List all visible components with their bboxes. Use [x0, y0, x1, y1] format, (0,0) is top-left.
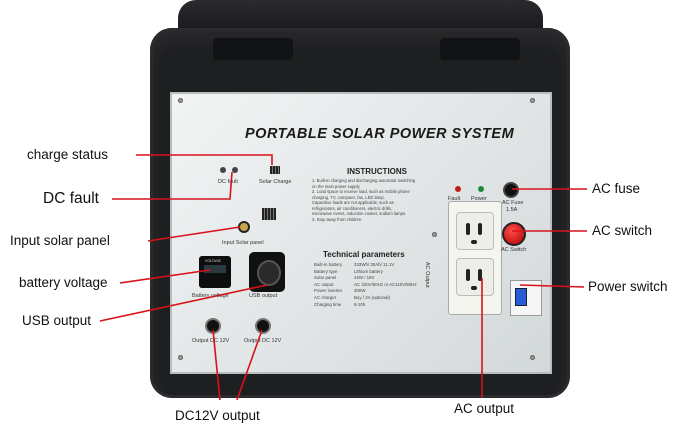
tech-key: Solar panel [314, 275, 337, 281]
solar-charge-label: Solar Charge [259, 179, 292, 185]
charge-led-icon [220, 167, 226, 173]
dc-output-port-right[interactable] [257, 320, 269, 332]
fault-led-icon [455, 186, 461, 192]
instruction-line: 2. Load space to receive load, such as m… [312, 189, 410, 194]
battery-voltage-label: Battery voltage [192, 293, 229, 299]
screw [178, 98, 183, 103]
tech-value: 8-10h [354, 301, 366, 307]
tech-row: AC charger Buy / 2A (optional) [314, 295, 417, 302]
screw [530, 98, 535, 103]
callout-usb-output: USB output [22, 313, 92, 328]
tech-row: Charging time 8-10h [314, 302, 417, 309]
socket-hole [466, 269, 470, 281]
instruction-line: refrigerators, air conditioners, electri… [312, 205, 392, 211]
solar-panel-icon [270, 166, 280, 174]
callout-line-usb-output [99, 284, 268, 322]
switch-icon[interactable] [502, 222, 526, 246]
instruction-line: on the main power supply [312, 183, 360, 189]
socket-hole [478, 269, 482, 281]
fuse-icon[interactable] [505, 184, 517, 196]
tech-row: Power inverter 300W [314, 288, 417, 295]
callout-battery-voltage: battery voltage [19, 275, 108, 290]
tech-key: AC output [314, 281, 334, 287]
tech-row: Battery type Lithium battery [314, 269, 417, 276]
panel-title: PORTABLE SOLAR POWER SYSTEM [245, 126, 515, 142]
callout-line-power-switch [519, 284, 585, 288]
power-switch-toggle[interactable] [515, 288, 527, 306]
tech-key: Charging time [314, 301, 342, 307]
instruction-line: Capacitive loads are not applicable, suc… [312, 200, 394, 205]
technical-heading: Technical parameters [323, 250, 405, 259]
voltage-screen [204, 265, 226, 273]
tech-value: Lithium battery [354, 268, 383, 274]
callout-line-dc-right [236, 329, 263, 401]
ac-fuse-rating: 1.5A [506, 207, 518, 213]
tech-key: Battery type [314, 268, 338, 274]
ac-switch-label: AC Switch [501, 247, 527, 253]
callout-line-charge-status [136, 154, 273, 165]
tech-key: Power inverter [314, 288, 343, 294]
callout-line-battery-voltage [119, 269, 211, 284]
callout-ac-switch: AC switch [592, 223, 653, 238]
tech-row: Solar panel 42W / 18V [314, 275, 417, 282]
tech-value: 333Wh/ 30Ah/ 11.1V [354, 262, 395, 267]
ac-fuse-label: AC Fuse [502, 200, 524, 206]
tech-value: 42W / 18V [354, 275, 375, 281]
tech-value: Buy / 2A (optional) [354, 294, 390, 300]
callout-line-input-solar-panel [147, 226, 241, 242]
technical-table: Built-in battery 333Wh/ 30Ah/ 11.1V Batte… [314, 262, 417, 308]
case-latch-left [213, 38, 293, 60]
input-solar-panel-label: Input Solar panel [222, 240, 264, 246]
callout-dc12v-output: DC12V output [175, 408, 260, 423]
power-label: Power [471, 196, 487, 202]
tech-key: Built-in battery [314, 262, 343, 267]
callout-power-switch: Power switch [588, 279, 668, 294]
voltage-screen-label: VOLTAGE [205, 259, 222, 263]
screw [530, 355, 535, 360]
output-dc-left-label: Output DC 12V [192, 338, 230, 344]
tech-value: AC 220V/50Hz or AC110V/60Hz [354, 281, 417, 287]
callout-input-solar-panel: Input solar panel [10, 233, 110, 248]
solar-panel-icon [262, 208, 276, 220]
screw [178, 355, 183, 360]
socket-hole [478, 223, 482, 235]
instruction-line: microwave ovens, induction cooker, sodiu… [312, 211, 407, 216]
fault-led-icon [232, 167, 238, 173]
callout-dc-fault: DC fault [43, 190, 99, 207]
socket-hole [466, 223, 470, 235]
socket-hole [471, 286, 477, 290]
callout-line-dc-left [212, 329, 221, 401]
dc-output-port-left[interactable] [207, 320, 219, 332]
callout-ac-output: AC output [454, 401, 515, 416]
callout-charge-status: charge status [27, 147, 109, 162]
usb-output-port[interactable] [257, 260, 281, 286]
instruction-line: charging, TV, computer, fan, LED lamp. [312, 194, 385, 200]
fault-label: Fault [448, 196, 461, 202]
socket-hole [471, 240, 477, 244]
solar-input-port[interactable] [240, 223, 248, 231]
instruction-line: 1. Built-in charging and discharging aut… [312, 178, 416, 183]
case-latch-right [440, 38, 520, 60]
usb-output-label: USB output [249, 293, 278, 299]
instructions-heading: INSTRUCTIONS [347, 167, 407, 176]
tech-row: Built-in battery 333Wh/ 30Ah/ 11.1V [314, 262, 417, 269]
instructions-body: 1. Built-in charging and discharging aut… [312, 178, 442, 222]
screw [432, 232, 437, 237]
tech-key: AC charger [314, 294, 337, 300]
output-dc-right-label: Output DC 12V [244, 338, 282, 344]
dc-fault-label: DC fault [218, 179, 238, 185]
instruction-line: 3. Stay away from children [312, 216, 362, 222]
callout-ac-fuse: AC fuse [592, 181, 641, 196]
tech-value: 300W [354, 288, 366, 294]
tech-row: AC output AC 220V/50Hz or AC110V/60Hz [314, 282, 417, 289]
callout-line-dc-fault [112, 171, 233, 200]
power-led-icon [478, 186, 484, 192]
